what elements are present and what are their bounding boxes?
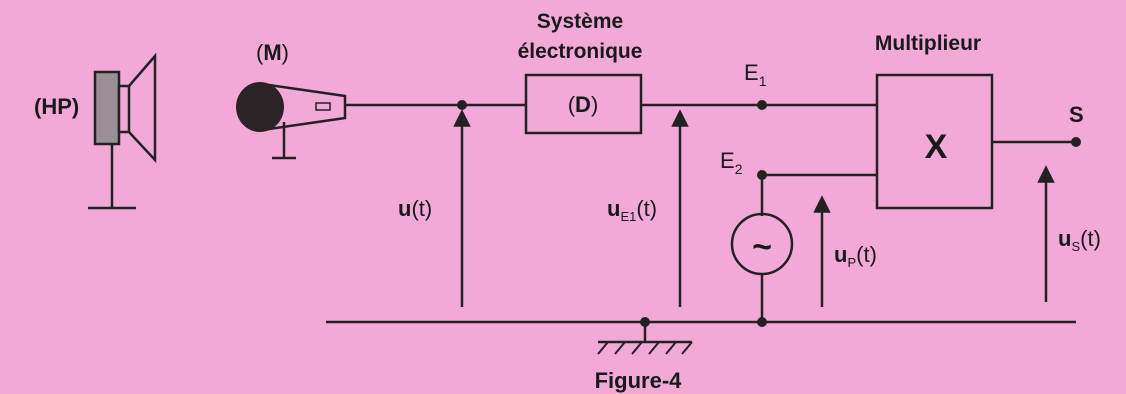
- junction-node: [457, 100, 467, 110]
- generator-ground-node: [757, 317, 767, 327]
- output-node: [1071, 137, 1081, 147]
- e1-node: [757, 100, 767, 110]
- e2-label: E2: [720, 148, 743, 177]
- microphone-label: (M): [256, 40, 289, 65]
- system-d-label: (D): [568, 92, 599, 117]
- e1-label: E1: [744, 60, 767, 89]
- ground-symbol-icon: [597, 322, 693, 355]
- generator-symbol: ~: [752, 228, 772, 266]
- loudspeaker-icon: [88, 52, 157, 210]
- voltage-up-label: uP(t): [834, 242, 877, 270]
- system-title-line2: électronique: [518, 40, 643, 63]
- multiplier-symbol: X: [925, 128, 948, 166]
- voltage-ue1-label: uE1(t): [607, 196, 657, 224]
- microphone-icon: [236, 82, 347, 160]
- figure-caption: Figure-4: [595, 368, 683, 393]
- output-label: S: [1069, 102, 1084, 127]
- multiplier-title: Multiplieur: [875, 32, 981, 55]
- voltage-u-label: u(t): [398, 196, 432, 221]
- loudspeaker-label: (HP): [34, 94, 79, 119]
- system-title-line1: Système: [537, 10, 623, 33]
- voltage-us-label: uS(t): [1058, 226, 1101, 254]
